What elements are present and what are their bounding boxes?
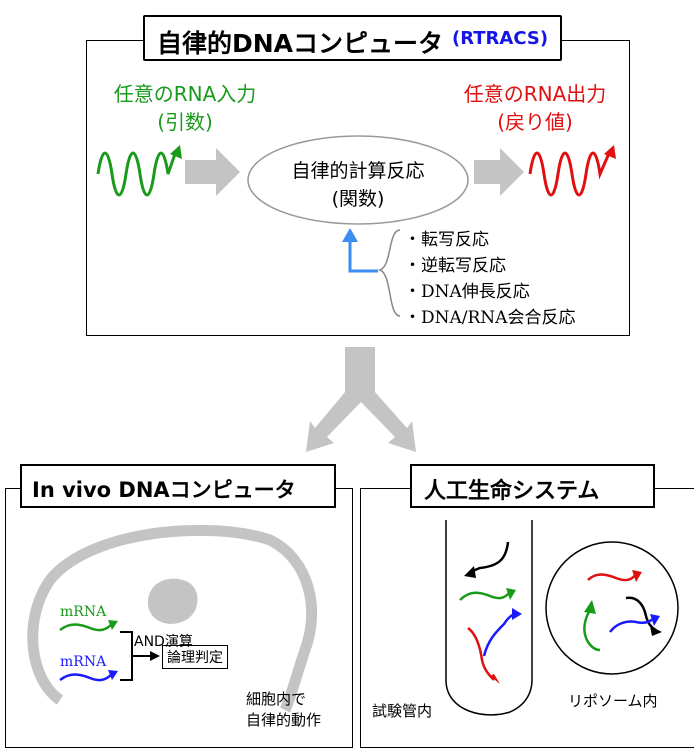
reaction-brace (377, 229, 401, 317)
tube-black-strand (469, 541, 510, 574)
cell-caption-1: 細胞内で (246, 690, 307, 708)
output-rna-wave (528, 150, 612, 197)
input-label: 任意のRNA入力 (113, 82, 257, 106)
liposome-black-head (650, 626, 662, 636)
left-title: In vivo DNAコンピュータ (32, 478, 296, 502)
liposome-green-head (584, 600, 596, 614)
mrna-green-strand (59, 623, 113, 632)
liposome-green-strand (583, 609, 601, 652)
liposome-blue-head (650, 614, 660, 626)
top-title-box: 自律的DNAコンピュータ (RTRACS) (143, 15, 562, 61)
reaction-arrow-head (342, 228, 358, 242)
mrna-blue-head (108, 670, 118, 680)
tube-green-strand (459, 591, 511, 601)
top-title-acronym: (RTRACS) (452, 28, 549, 49)
liposome (545, 541, 679, 675)
liposome-red-strand (587, 573, 638, 582)
test-tube (445, 520, 533, 716)
liposome-blue-strand (609, 617, 655, 633)
input-arrow-head (170, 145, 182, 159)
process-ellipse (247, 135, 469, 225)
cell-diagram-graphics (27, 524, 317, 713)
reaction-arrow (348, 238, 378, 273)
logic-box: 論理判定 (162, 645, 228, 669)
and-bracket (120, 631, 150, 681)
cell-outline (27, 524, 317, 713)
reaction-item: ・DNA伸長反応 (404, 282, 530, 302)
tube-black-head (464, 566, 476, 578)
artificial-life-graphics (445, 520, 679, 716)
top-diagram-graphics (96, 135, 616, 452)
and-arrow-head (150, 651, 160, 661)
input-rna-wave (96, 150, 178, 197)
reaction-item: ・DNA/RNA会合反応 (404, 308, 576, 328)
tube-red-head (490, 674, 500, 684)
tube-blue-strand (482, 612, 517, 657)
tube-green-head (506, 588, 516, 600)
process-sub: (関数) (331, 188, 385, 210)
mrna-green-label: mRNA (60, 604, 107, 620)
tube-caption: 試験管内 (372, 702, 433, 720)
mrna-blue-label: mRNA (60, 654, 107, 670)
process-label: 自律的計算反応 (291, 160, 425, 182)
tube-red-strand (467, 627, 495, 681)
output-label: 任意のRNA出力 (463, 82, 607, 106)
input-sub: (引数) (157, 110, 213, 134)
gray-arrow-out (474, 148, 524, 196)
reaction-item: ・逆転写反応 (404, 256, 506, 276)
liposome-red-head (632, 570, 642, 582)
left-title-box: In vivo DNAコンピュータ (20, 464, 336, 508)
split-arrow (306, 347, 416, 452)
mrna-blue-strand (59, 673, 113, 682)
nucleus (147, 578, 198, 624)
tube-blue-head (512, 608, 522, 620)
output-arrow-head (604, 145, 616, 159)
mrna-green-head (108, 620, 118, 630)
gray-arrow-in (185, 148, 240, 196)
output-sub: (戻り値) (497, 110, 573, 134)
right-title: 人工生命システム (424, 479, 600, 504)
cell-caption-2: 自律的動作 (246, 711, 322, 729)
right-title-box: 人工生命システム (410, 464, 655, 508)
reaction-item: ・転写反応 (404, 230, 489, 250)
top-title: 自律的DNAコンピュータ (157, 29, 444, 58)
and-label: AND演算 (134, 634, 193, 650)
reaction-list: ・転写反応 ・逆転写反応 ・DNA伸長反応 ・DNA/RNA会合反応 (404, 227, 575, 331)
liposome-caption: リポソーム内 (568, 692, 658, 710)
